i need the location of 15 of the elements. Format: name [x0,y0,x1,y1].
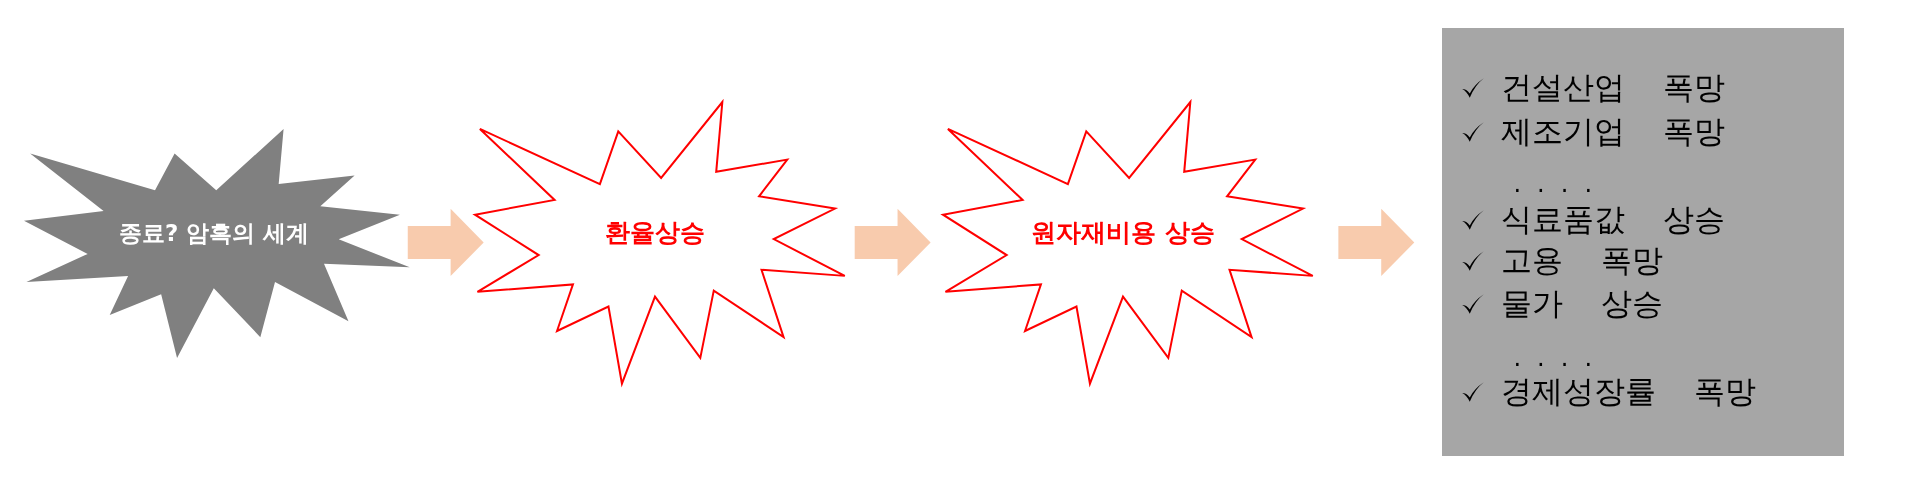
burst-label: 종료? 암흑의 세계 [118,218,311,247]
list-item: 고용 폭망 [1501,240,1663,280]
burst-label: 환율상승 [604,217,707,249]
block-arrow [854,208,931,277]
list-item: 물가 상승 [1501,283,1663,323]
ellipsis-dots: . . . . [1513,343,1593,372]
list-panel [1442,28,1845,456]
burst-label: 원자재비용 상승 [1030,217,1216,249]
ellipsis-dots: . . . . [1513,169,1593,198]
block-arrow [407,208,484,277]
list-item: 경제성장률 폭망 [1501,371,1756,411]
list-item: 식료품값 상승 [1501,200,1725,240]
list-item: 건설산업 폭망 [1501,68,1725,108]
list-item: 제조기업 폭망 [1501,112,1725,152]
block-arrow [1338,208,1415,277]
